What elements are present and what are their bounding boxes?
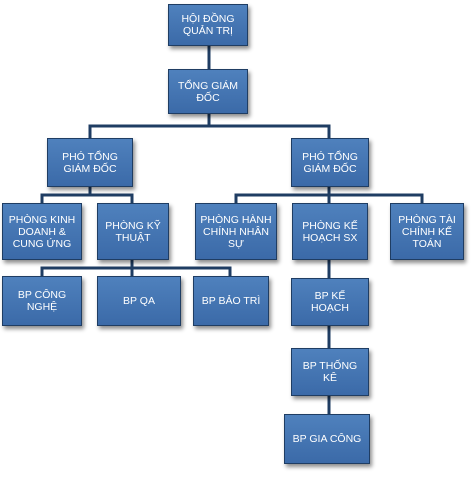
node-label: PHÒNG KINH DOANH & CUNG ỨNG xyxy=(8,213,76,250)
node-label: BP BẢO TRÌ xyxy=(201,295,261,307)
node-planning-section[interactable]: BP KẾ HOẠCH xyxy=(291,278,369,326)
node-deputy-director-right[interactable]: PHÓ TỔNG GIÁM ĐỐC xyxy=(291,138,369,187)
node-production-planning-dept[interactable]: PHÒNG KẾ HOẠCH SX xyxy=(292,203,368,260)
node-label: BP CÔNG NGHỆ xyxy=(17,289,67,313)
node-label: PHÒNG TÀI CHÍNH KẾ TOÁN xyxy=(398,213,456,250)
node-statistics-section[interactable]: BP THỐNG KÊ xyxy=(291,348,369,396)
node-label: PHÒNG KẾ HOẠCH SX xyxy=(302,219,358,244)
node-label: HỘI ĐỒNG QUẢN TRỊ xyxy=(181,13,235,37)
node-label: BP GIA CÔNG xyxy=(292,433,362,445)
node-finance-accounting-dept[interactable]: PHÒNG TÀI CHÍNH KẾ TOÁN xyxy=(390,203,464,260)
node-sales-procurement-dept[interactable]: PHÒNG KINH DOANH & CUNG ỨNG xyxy=(2,203,82,260)
node-technical-dept[interactable]: PHÒNG KỸ THUẬT xyxy=(97,203,169,260)
node-deputy-director-left[interactable]: PHÓ TỔNG GIÁM ĐỐC xyxy=(47,138,133,187)
node-maintenance-section[interactable]: BP BẢO TRÌ xyxy=(193,276,269,326)
node-label: PHÓ TỔNG GIÁM ĐỐC xyxy=(302,150,358,175)
node-qa-section[interactable]: BP QA xyxy=(97,276,181,326)
node-label: BP KẾ HOẠCH xyxy=(311,290,349,314)
node-technology-section[interactable]: BP CÔNG NGHỆ xyxy=(2,276,82,326)
node-label: PHÓ TỔNG GIÁM ĐỐC xyxy=(62,150,118,175)
node-label: PHÒNG HÀNH CHÍNH NHÂN SỰ xyxy=(200,213,272,250)
node-general-director[interactable]: TỔNG GIÁM ĐỐC xyxy=(168,69,248,114)
node-label: BP QA xyxy=(123,295,155,307)
node-outsourcing-section[interactable]: BP GIA CÔNG xyxy=(284,414,370,464)
node-label: PHÒNG KỸ THUẬT xyxy=(105,219,161,244)
node-hr-admin-dept[interactable]: PHÒNG HÀNH CHÍNH NHÂN SỰ xyxy=(195,203,277,260)
node-board-of-directors[interactable]: HỘI ĐỒNG QUẢN TRỊ xyxy=(168,4,248,46)
node-label: TỔNG GIÁM ĐỐC xyxy=(177,79,239,104)
node-label: BP THỐNG KÊ xyxy=(302,360,358,384)
